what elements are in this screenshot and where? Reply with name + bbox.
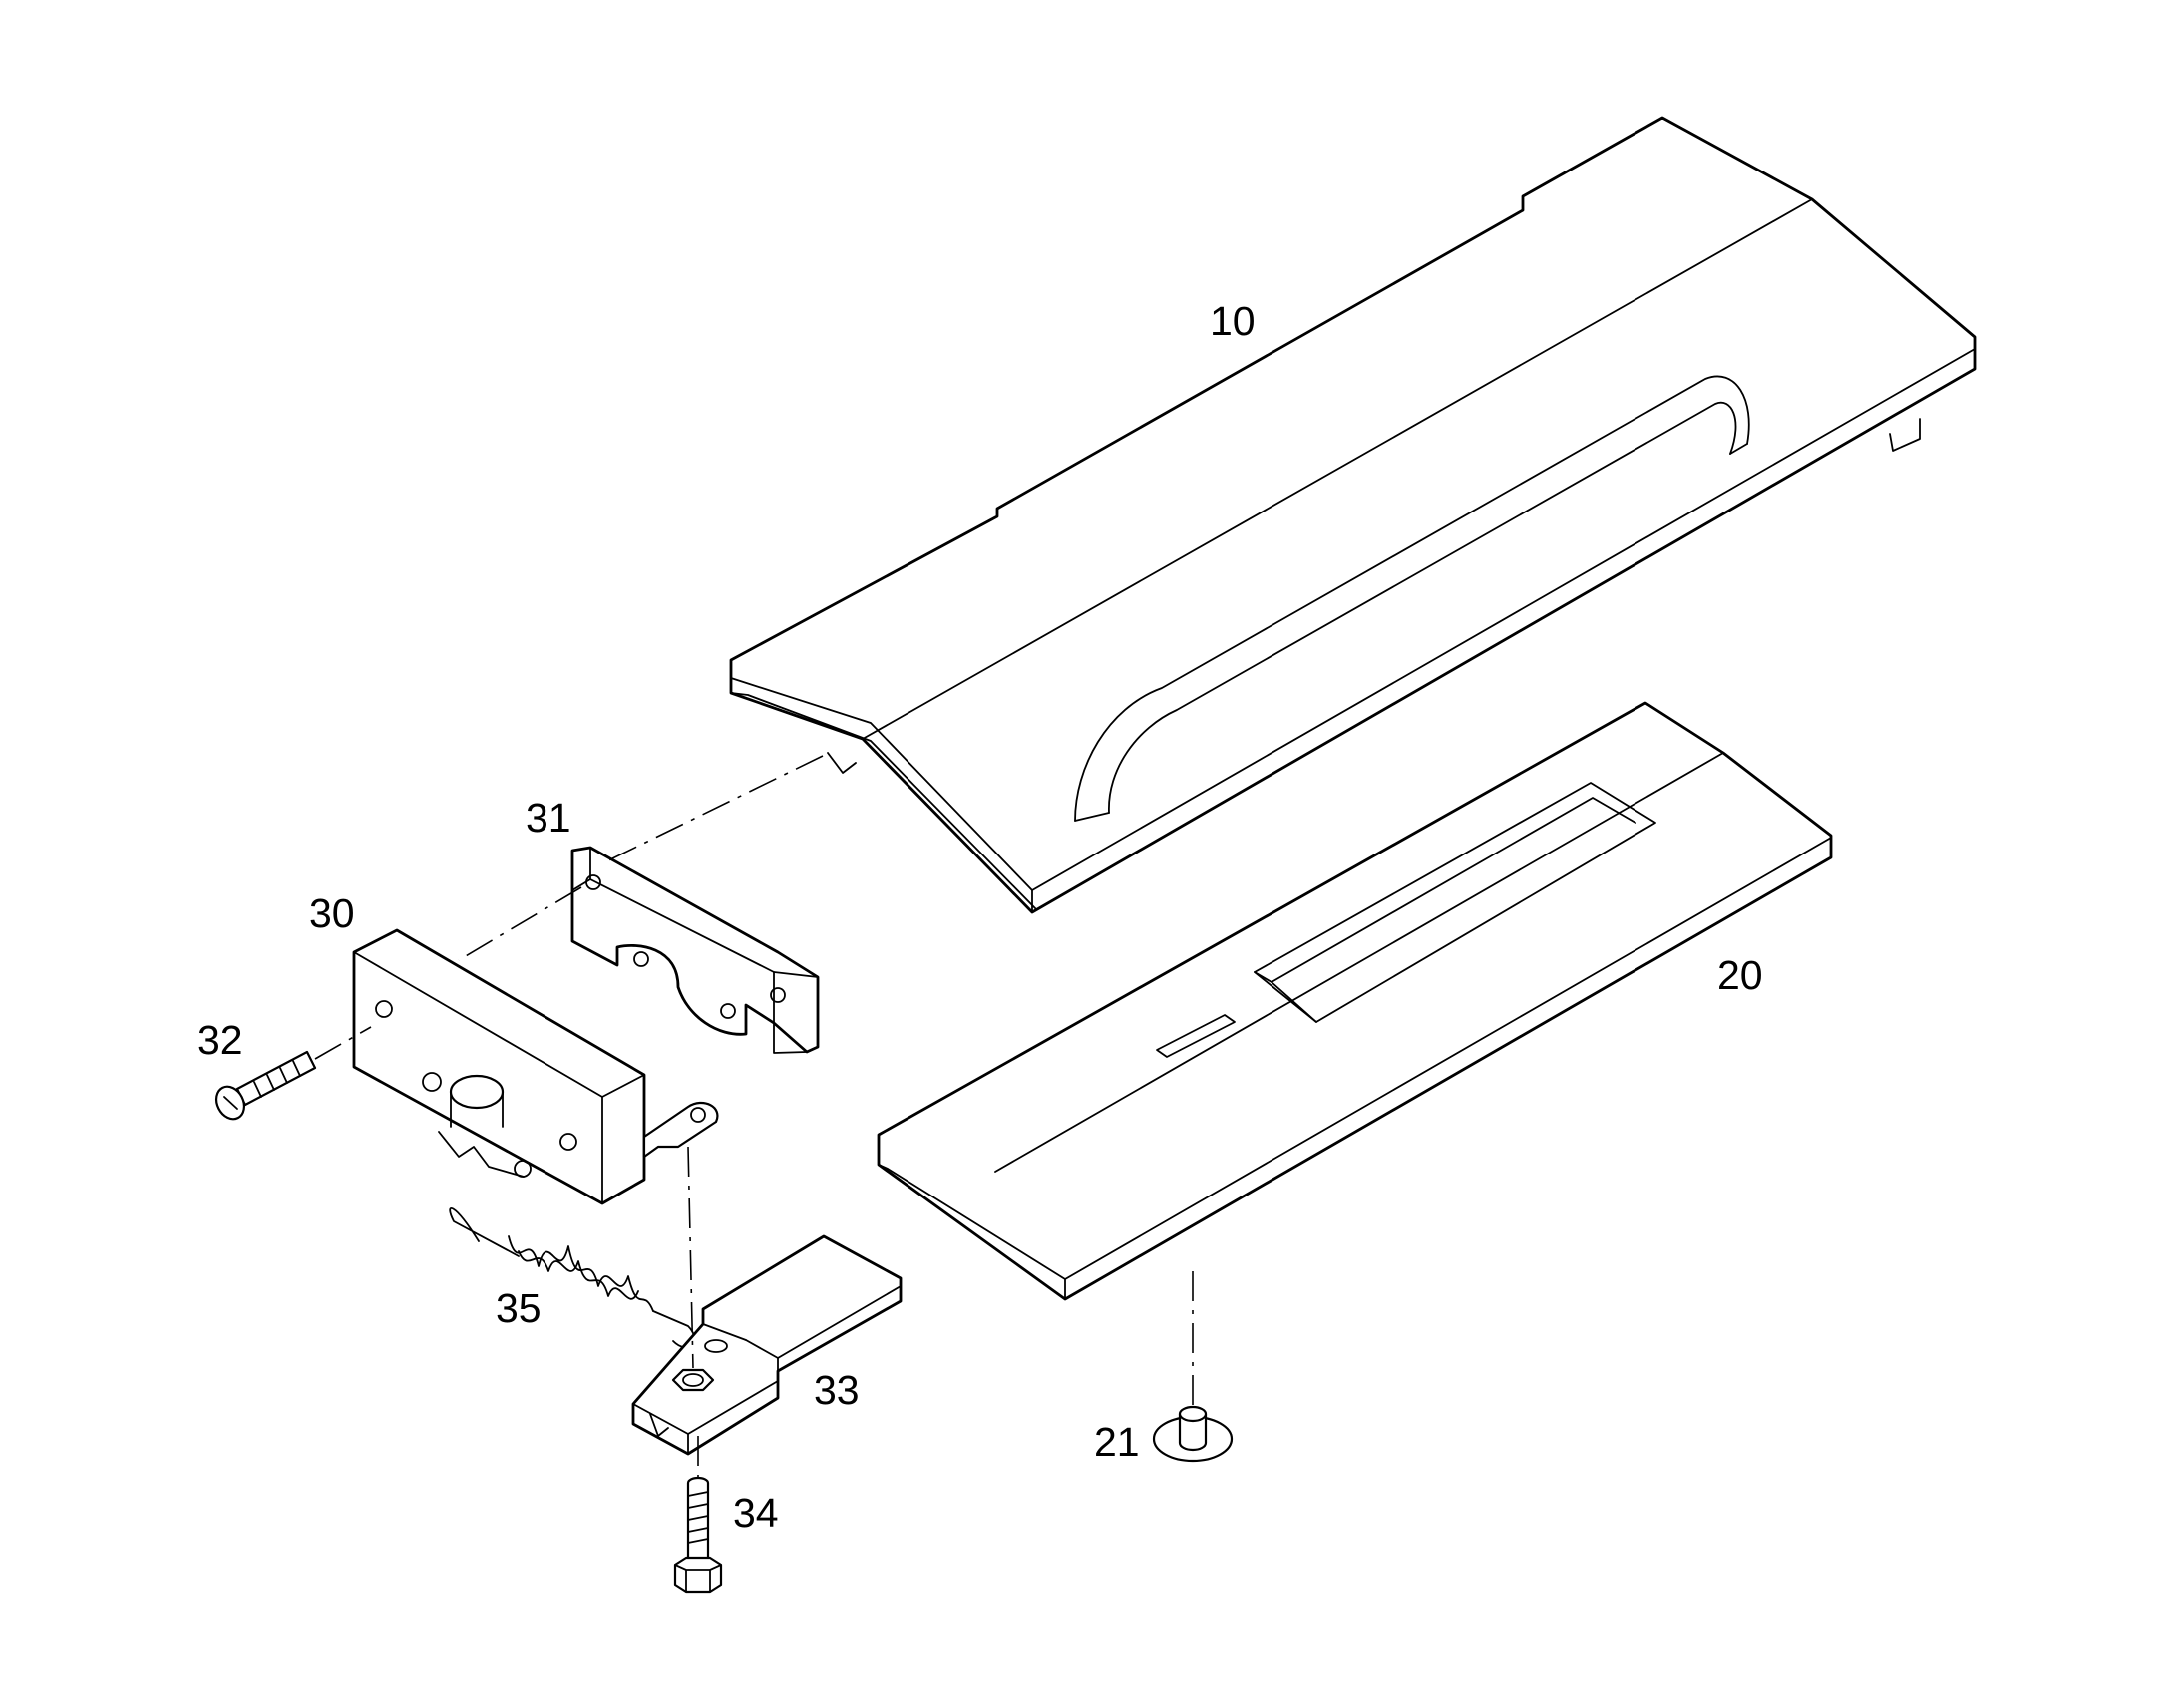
callout-32: 32 [197, 1017, 243, 1063]
part-10-cover-plate [729, 116, 1977, 914]
part-33-latch-slider [631, 1234, 903, 1456]
leader-line-10-to-31 [603, 755, 824, 863]
part-35-spring [449, 1207, 695, 1348]
callout-21: 21 [1094, 1419, 1140, 1465]
assembly-leader-lines [314, 755, 1194, 1481]
leader-line-30-to-33 [687, 1146, 694, 1369]
callout-33: 33 [814, 1367, 860, 1413]
part-30-lock-body [352, 928, 719, 1205]
callout-31: 31 [526, 795, 571, 841]
part-31-bracket-plate [570, 846, 820, 1054]
part-34-hex-bolt [673, 1476, 723, 1594]
part-32-screw [214, 1050, 317, 1121]
callout-34: 34 [733, 1490, 779, 1536]
callout-labels: 10 20 21 30 31 32 33 34 35 [197, 298, 1763, 1536]
leader-line-31-to-30 [458, 886, 582, 961]
leader-line-32-to-30 [314, 1026, 372, 1060]
callout-35: 35 [496, 1285, 542, 1331]
callout-30: 30 [309, 890, 355, 936]
callout-20: 20 [1717, 952, 1763, 998]
part-21-spacer [1152, 1405, 1234, 1463]
part-20-base-plate [877, 701, 1833, 1301]
callout-10: 10 [1210, 298, 1256, 344]
